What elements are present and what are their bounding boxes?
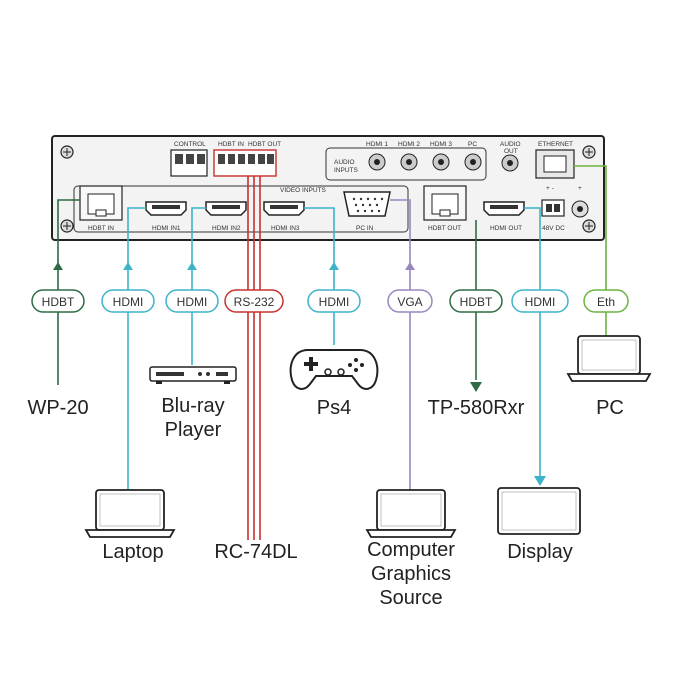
hdbt-in-ctrl-label: HDBT IN	[218, 141, 244, 148]
tag-vga-text: VGA	[397, 295, 422, 309]
audio-out-jack-icon	[501, 154, 519, 172]
tag-hdbt-out-text: HDBT	[460, 295, 493, 309]
screw-icon	[582, 145, 596, 159]
display-label: Display	[507, 541, 573, 563]
audio-out-label: AUDIO	[500, 141, 521, 148]
tag-hdmi-1-text: HDMI	[113, 295, 144, 309]
hdmi-out-port	[483, 201, 525, 216]
screw-icon	[582, 219, 596, 233]
power-polarity-label: + -	[546, 185, 554, 192]
bluray-player-icon	[149, 366, 237, 384]
ethernet-label: ETHERNET	[538, 141, 573, 148]
tag-hdbt-out: HDBT	[449, 289, 503, 313]
port-hdmi-in2-label: HDMI IN2	[212, 225, 241, 232]
hdbt-out-cable	[470, 220, 482, 392]
tag-hdbt-in-text: HDBT	[42, 295, 75, 309]
port-hdbt-out-label: HDBT OUT	[428, 225, 461, 232]
hdmi-in1-port	[145, 201, 187, 216]
audio-jack-icon	[464, 153, 482, 171]
tag-hdmi-3: HDMI	[307, 289, 361, 313]
power-jack-icon	[571, 200, 589, 218]
hdmi-in3-cable	[304, 207, 339, 345]
tp580-label: TP-580Rxr	[427, 397, 525, 419]
rc74-label: RC-74DL	[214, 541, 298, 563]
laptop-label: Laptop	[102, 541, 164, 563]
power-terminal	[541, 199, 565, 217]
audio-jack-icon	[368, 153, 386, 171]
device-rear-panel: CONTROL HDBT IN HDBT OUT AUDIO INPUTS HD…	[51, 135, 605, 241]
tag-hdmi-1: HDMI	[101, 289, 155, 313]
audio-out-label-2: OUT	[504, 148, 518, 155]
hdmi-out-cable	[524, 207, 546, 486]
hdmi-in1-cable	[123, 207, 146, 490]
ps4-label: Ps4	[316, 397, 352, 419]
power-plus-label: +	[578, 185, 582, 192]
screw-icon	[60, 219, 74, 233]
hdmi-in2-cable	[187, 207, 206, 365]
audio-jack-icon	[400, 153, 418, 171]
laptop-icon	[566, 335, 652, 382]
tag-rs232: RS-232	[224, 289, 284, 313]
tag-eth-text: Eth	[597, 295, 615, 309]
audio-hdmi3-label: HDMI 3	[430, 141, 452, 148]
tag-hdbt-in: HDBT	[31, 289, 85, 313]
wp20-label: WP-20	[27, 397, 89, 419]
port-pc-in-label: PC IN	[356, 225, 374, 232]
control-label: CONTROL	[174, 141, 206, 148]
port-48v-label: 48V DC	[542, 225, 565, 232]
vga-port	[343, 191, 391, 217]
cgs-label-line3: Source	[379, 587, 443, 609]
port-hdbt-in-label: HDBT IN	[88, 225, 114, 232]
tag-hdmi-out: HDMI	[511, 289, 569, 313]
pc-label: PC	[596, 397, 624, 419]
audio-hdmi2-label: HDMI 2	[398, 141, 420, 148]
tag-vga: VGA	[387, 289, 433, 313]
tag-hdmi-out-text: HDMI	[525, 295, 556, 309]
laptop-icon	[84, 489, 176, 538]
audio-inputs-label-2: INPUTS	[334, 167, 359, 174]
bluray-label-line2: Player	[164, 419, 222, 441]
port-hdmi-in1-label: HDMI IN1	[152, 225, 181, 232]
display-icon	[497, 487, 581, 535]
port-hdmi-out-label: HDMI OUT	[490, 225, 522, 232]
ethernet-cable	[574, 165, 607, 336]
tag-eth: Eth	[583, 289, 629, 313]
vga-cable	[390, 199, 415, 490]
tag-hdmi-2-text: HDMI	[177, 295, 208, 309]
audio-hdmi1-label: HDMI 1	[366, 141, 388, 148]
cgs-label-line1: Computer	[367, 539, 455, 561]
audio-inputs-label: AUDIO	[334, 159, 355, 166]
video-inputs-label: VIDEO INPUTS	[280, 187, 327, 194]
audio-pc-label: PC	[468, 141, 477, 148]
rs232-cable	[247, 176, 261, 540]
hdbt-out-ctrl-label: HDBT OUT	[248, 141, 281, 148]
laptop-icon	[365, 489, 457, 538]
bluray-label-line1: Blu-ray	[161, 395, 225, 417]
cgs-label-line2: Graphics	[370, 563, 452, 585]
tag-hdmi-2: HDMI	[165, 289, 219, 313]
screw-icon	[60, 145, 74, 159]
hdbt-in-cable	[53, 199, 80, 385]
audio-jack-icon	[432, 153, 450, 171]
port-hdmi-in3-label: HDMI IN3	[271, 225, 300, 232]
gamepad-icon	[289, 349, 379, 390]
tag-rs232-text: RS-232	[234, 295, 275, 309]
hdmi-in3-port	[263, 201, 305, 216]
hdmi-in2-port	[205, 201, 247, 216]
tag-hdmi-3-text: HDMI	[319, 295, 350, 309]
